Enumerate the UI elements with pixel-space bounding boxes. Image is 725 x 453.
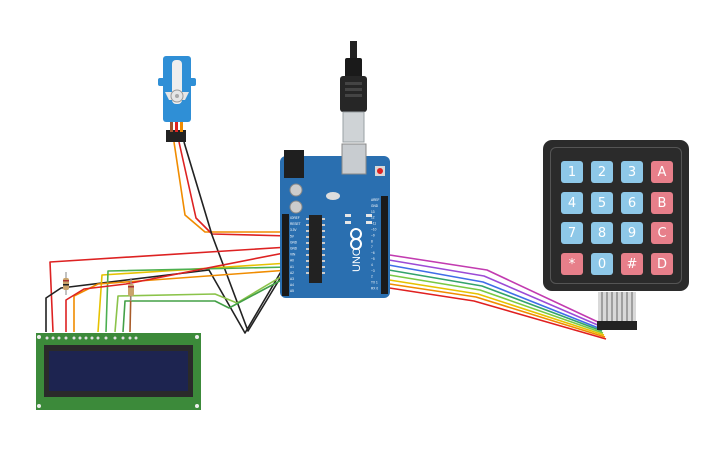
keypad-frame (550, 147, 682, 284)
key-0[interactable]: 0 (591, 253, 613, 275)
key-6[interactable]: 6 (621, 192, 643, 214)
wire-lcd-d7[interactable] (122, 275, 290, 333)
usb-cable[interactable] (340, 41, 367, 143)
power-jack (284, 150, 304, 178)
wire-servo-ground[interactable] (183, 141, 291, 332)
key-hash[interactable]: # (621, 253, 643, 275)
lcd-screen (49, 351, 188, 391)
arduino-uno-board[interactable]: UNO (280, 143, 390, 298)
keypad-ribbon-cable (597, 292, 637, 330)
lcd-16x2-display[interactable] (36, 333, 201, 410)
lcd-text (52, 356, 186, 388)
key-1[interactable]: 1 (561, 161, 583, 183)
key-4[interactable]: 4 (561, 192, 583, 214)
wire-keypad-8[interactable] (382, 286, 607, 340)
key-7[interactable]: 7 (561, 222, 583, 244)
key-d[interactable]: D (651, 253, 673, 275)
key-8[interactable]: 8 (591, 222, 613, 244)
wire-lcd-rs[interactable] (65, 251, 290, 332)
wire-servo-power[interactable] (178, 141, 291, 237)
wire-lcd-en[interactable] (73, 269, 290, 332)
header-left (282, 214, 289, 296)
wire-keypad-4[interactable] (382, 268, 603, 332)
key-b[interactable]: B (651, 192, 673, 214)
usb-port (341, 143, 367, 175)
smd-parts (345, 214, 372, 224)
microcontroller-chip (309, 215, 322, 283)
resistor-2 (128, 278, 134, 301)
wire-keypad-3[interactable] (382, 263, 602, 330)
wire-keypad-6[interactable] (382, 278, 605, 336)
key-star[interactable]: * (561, 253, 583, 275)
wire-keypad-7[interactable] (382, 282, 606, 338)
servo-motor[interactable] (158, 56, 196, 142)
wire-keypad-1[interactable] (382, 253, 599, 323)
wires (45, 141, 607, 340)
capacitor-2 (289, 200, 303, 214)
uno-label: UNO (351, 247, 363, 272)
chip-pins (306, 218, 325, 274)
keypad-connector (597, 321, 637, 330)
key-c[interactable]: C (651, 222, 673, 244)
wire-lcd-ground[interactable] (45, 257, 290, 334)
wire-keypad-2[interactable] (382, 258, 601, 327)
servo-connector (166, 130, 186, 142)
wire-lcd-d6[interactable] (114, 271, 290, 333)
arduino-logo (350, 228, 362, 250)
lcd-pin-header (44, 335, 144, 340)
header-right (381, 196, 388, 294)
wire-lcd-d5[interactable] (105, 266, 290, 333)
resistor (63, 272, 69, 295)
key-3[interactable]: 3 (621, 161, 643, 183)
key-5[interactable]: 5 (591, 192, 613, 214)
capacitor-1 (289, 183, 303, 197)
wire-lcd-d4[interactable] (97, 262, 290, 333)
wire-lcd-power[interactable] (49, 246, 290, 333)
wire-keypad-5[interactable] (382, 273, 604, 334)
key-2[interactable]: 2 (591, 161, 613, 183)
crystal (326, 192, 340, 200)
key-a[interactable]: A (651, 161, 673, 183)
key-9[interactable]: 9 (621, 222, 643, 244)
